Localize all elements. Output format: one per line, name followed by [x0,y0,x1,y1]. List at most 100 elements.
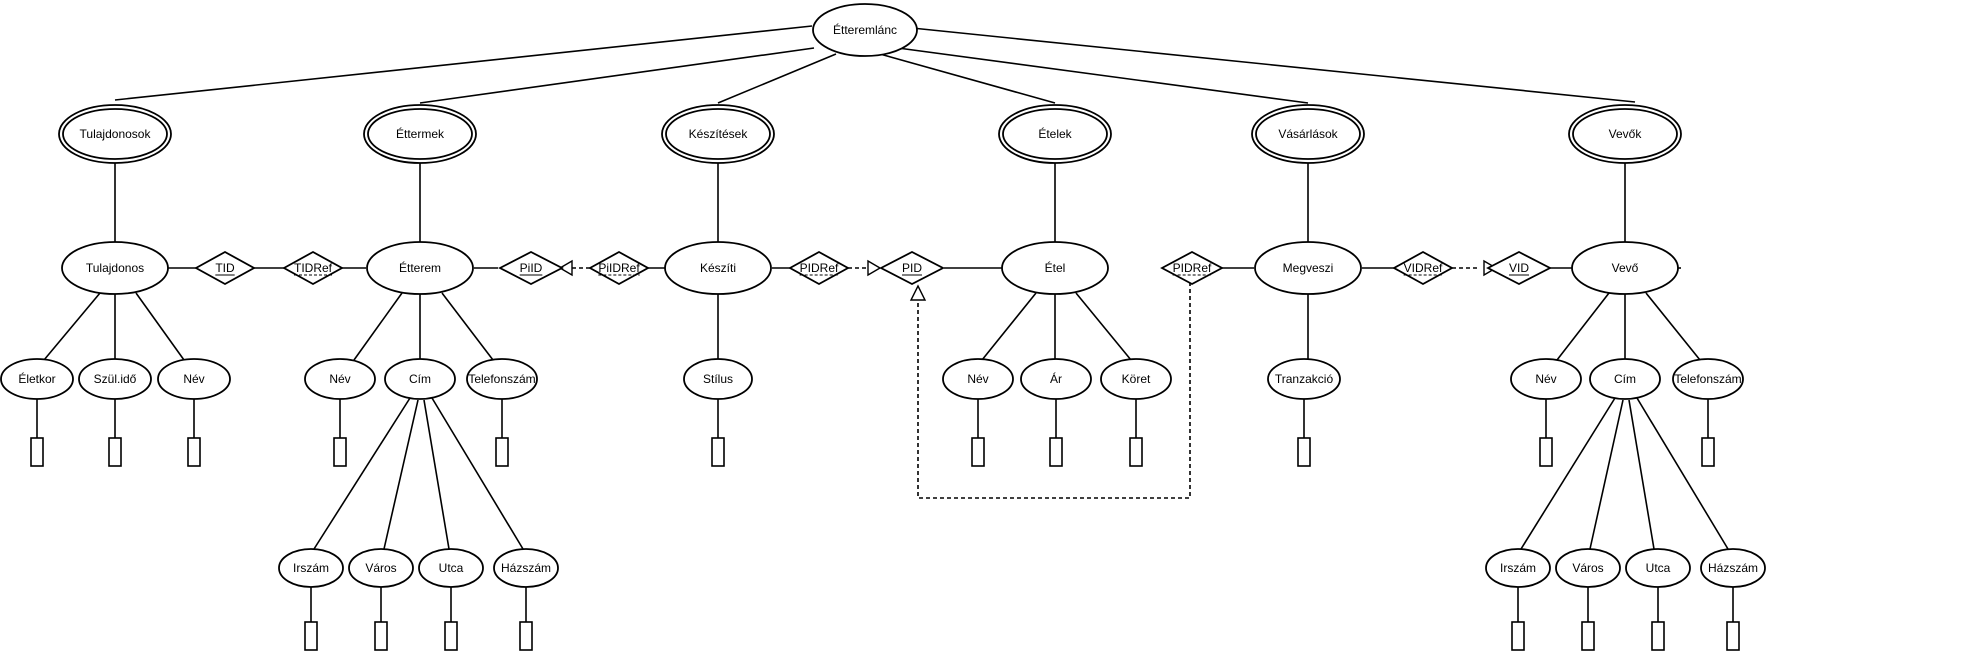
edge [1589,399,1624,550]
attribute-node [157,358,231,400]
edge [917,282,1191,499]
edge [717,53,837,104]
entity-node [61,241,169,295]
address-attribute-node [1700,548,1766,588]
edge [1628,399,1655,550]
leaf-box [333,437,347,467]
key-diamond-vid [1486,250,1552,286]
edge [135,292,185,361]
edge [419,47,815,104]
entity-node-label: Készíti [700,261,736,275]
edge [1520,397,1616,550]
attribute-node [466,358,538,400]
leaf-box [1581,621,1595,651]
collection-node-inner [1002,108,1108,160]
address-attribute-node [348,548,414,588]
attribute-node [942,358,1014,400]
entity-node-label: Tulajdonos [86,261,144,275]
key-diamond-piidref [588,250,650,286]
arrowhead [867,259,882,277]
attribute-node [1589,358,1661,400]
leaf-box [304,621,318,651]
leaf-box [1511,621,1525,651]
address-attribute-node [493,548,559,588]
address-attribute-node [278,548,344,588]
entity-node [1571,241,1679,295]
attribute-node-label: Cím [1614,372,1636,386]
address-attribute-node-label: Város [1572,561,1603,575]
key-diamond-piid [498,250,564,286]
attribute-node-label: Köret [1122,372,1151,386]
attribute-node [1267,358,1341,400]
arrowhead [558,259,573,277]
leaf-box [1297,437,1311,467]
key-diamond-piid-label: PiID [520,261,543,275]
collection-node-label: Ételek [1038,126,1072,141]
attribute-node-label: Stílus [703,372,733,386]
key-diamond-tid [194,250,256,286]
edge [1556,292,1610,361]
edge [1075,292,1132,361]
key-diamond-tid-label: TID [215,261,235,275]
entity-node-label: Étel [1045,260,1066,275]
leaf-box [444,621,458,651]
collection-node-label: Vevők [1609,127,1643,141]
key-diamond-tidref [282,250,344,286]
attribute-node [1672,358,1744,400]
root-entity [812,3,918,57]
address-attribute-node-label: Irszám [1500,561,1536,575]
attribute-node-label: Név [1535,372,1556,386]
collection-node-label: Éttermek [396,126,445,141]
attribute-node-label: Név [183,372,204,386]
attribute-node [78,358,152,400]
address-attribute-node-label: Házszám [1708,561,1758,575]
attribute-node [0,358,74,400]
address-attribute-node [1555,548,1621,588]
attribute-node [1100,358,1172,400]
leaf-box [519,621,533,651]
entity-node-label: Megveszi [1283,261,1334,275]
leaf-box [711,437,725,467]
address-attribute-node-label: Utca [439,561,464,575]
address-attribute-node-label: Város [365,561,396,575]
attribute-node [384,358,456,400]
collection-node-inner [367,108,473,160]
edge [1645,292,1701,361]
leaf-box [108,437,122,467]
attribute-node-label: Szül.idő [94,372,137,386]
edge [981,292,1037,361]
attribute-node-label: Cím [409,372,431,386]
key-diamond-vid-label: VID [1509,261,1529,275]
address-attribute-node-label: Irszám [293,561,329,575]
attribute-node-label: Tranzakció [1275,372,1334,386]
edge [114,25,813,101]
entity-node [1254,241,1362,295]
key-diamond-pidref [1160,250,1224,286]
entity-node [1001,241,1109,295]
edge [313,397,411,550]
entity-node [664,241,772,295]
connector-lines [36,25,1734,622]
leaf-boxes [30,437,1740,651]
edge [353,292,403,361]
edge [43,292,101,361]
root-entity-label: Étteremlánc [833,22,897,37]
attribute-node-label: Életkor [18,371,55,386]
key-diamond-vidref-label: VIDRef [1404,261,1443,275]
key-diamond-pidref-label: PIDRef [800,261,839,275]
leaf-box [374,621,388,651]
attribute-node-label: Telefonszám [1674,372,1741,386]
attribute-node [683,358,753,400]
edge [1636,397,1729,550]
collection-node-inner [1255,108,1361,160]
leaf-box [1651,621,1665,651]
leaf-box [1049,437,1063,467]
key-diamond-tidref-label: TIDRef [294,261,333,275]
key-diamond-pid-label: PID [902,261,922,275]
attribute-node-label: Telefonszám [468,372,535,386]
edge [383,399,419,550]
address-attribute-node-label: Házszám [501,561,551,575]
entity-node-label: Étterem [399,260,441,275]
